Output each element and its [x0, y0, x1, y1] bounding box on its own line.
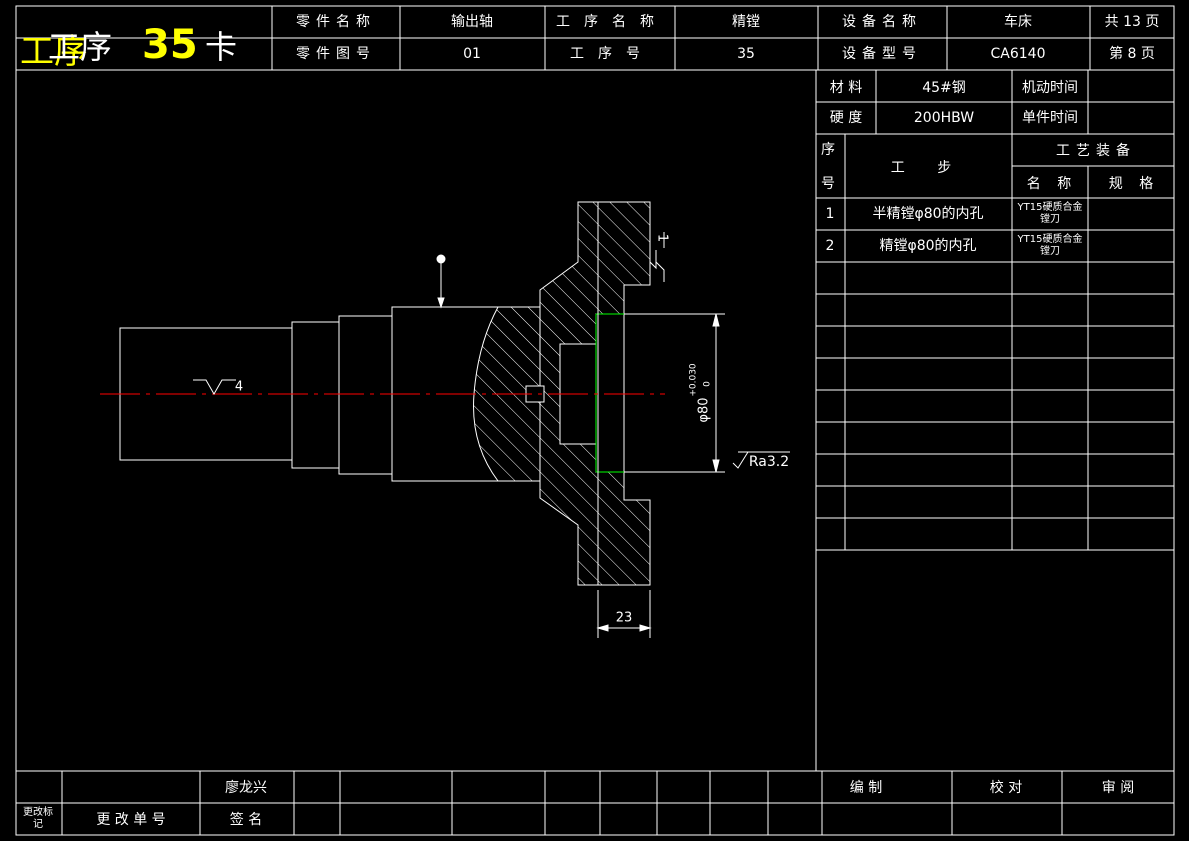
change-no: 更 改 单 号 [96, 812, 166, 828]
step-1-no: 1 [825, 206, 835, 222]
equipment-name-label: 设备名称 [842, 14, 922, 30]
equipment-name: 车床 [1004, 14, 1032, 30]
machine-time-label: 机动时间 [1022, 80, 1078, 96]
shaft-step-3 [338, 315, 393, 475]
seq-label-top: 序 [821, 142, 835, 158]
part-name: 输出轴 [451, 14, 493, 30]
hardness-label: 硬 度 [829, 110, 863, 126]
sheet-border [15, 5, 1175, 836]
process-name: 精镗 [732, 14, 760, 30]
title-number: 35 [142, 22, 198, 68]
equipment-model-label: 设备型号 [842, 46, 922, 62]
ra-label: Ra3.2 [748, 454, 790, 470]
tool-spec-label: 规 格 [1108, 176, 1160, 192]
step-1-text: 半精镗φ80的内孔 [872, 206, 984, 222]
step-1-tool: YT15硬质合金镗刀 [1017, 202, 1083, 225]
designer-name: 廖龙兴 [225, 780, 267, 796]
hardness: 200HBW [913, 110, 975, 126]
part-drawing-label: 零件图号 [296, 46, 376, 62]
seq-label-bottom: 号 [821, 176, 835, 192]
step-2-text: 精镗φ80的内孔 [879, 238, 977, 254]
roughness-left-value: 4 [234, 379, 244, 395]
part-drawing: 01 [463, 46, 481, 62]
part-drawing [100, 201, 790, 638]
step-label: 工 步 [890, 160, 966, 176]
process-no-label: 工序号 [570, 46, 654, 62]
sign-label: 签 名 [229, 812, 263, 828]
title-suffix: 卡 [205, 28, 238, 66]
material: 45#钢 [922, 80, 966, 96]
process-name-label: 工序名称 [556, 14, 668, 30]
shaft-step-2 [291, 321, 340, 469]
equipment-label: 工艺装备 [1056, 143, 1136, 159]
dim-tolerance: +0.030 [688, 363, 699, 397]
change-mark: 更改标记 [23, 807, 53, 830]
check-label: 校 对 [989, 780, 1023, 796]
dim-width: 23 [615, 610, 633, 626]
part-name-label: 零件名称 [296, 14, 376, 30]
unit-time-label: 单件时间 [1022, 110, 1078, 126]
page-no: 第 8 页 [1109, 46, 1155, 62]
equipment-model: CA6140 [990, 46, 1046, 62]
title-shadow: 工序 [20, 32, 88, 72]
review-label: 审 阅 [1101, 780, 1135, 796]
step-2-tool: YT15硬质合金镗刀 [1017, 234, 1083, 257]
step-2-no: 2 [825, 238, 835, 254]
tool-name-label: 名 称 [1026, 176, 1078, 192]
dim-diameter: φ80 [696, 397, 712, 423]
bore-cavity [595, 313, 625, 473]
dim-tolerance-low: 0 [702, 381, 713, 387]
total-pages: 共 13 页 [1104, 14, 1160, 30]
process-no: 35 [737, 46, 755, 62]
title-text: 工序 [48, 28, 113, 66]
roughness-right-value: 1 [654, 233, 670, 243]
material-label: 材 料 [829, 80, 863, 96]
compile-label: 编 制 [849, 780, 883, 796]
